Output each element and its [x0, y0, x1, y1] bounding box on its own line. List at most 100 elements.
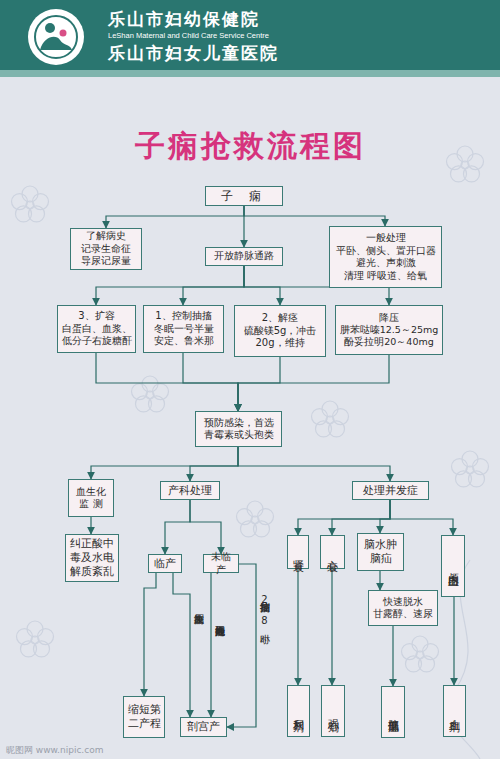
flower-decoration: [132, 376, 169, 412]
box-text: 避光、声刺激: [356, 257, 416, 270]
logo-figure: [40, 37, 72, 50]
flow-arrow: [190, 447, 238, 481]
box-text: 清理 呼吸道、给氧: [344, 270, 427, 283]
box-text: 脑部低温: [388, 710, 399, 714]
header-text: LeShan Maternal and Child Care Service C…: [108, 31, 269, 40]
process-box: 子 痫: [205, 186, 283, 206]
logo-head: [45, 23, 55, 33]
box-text: 肾衰: [293, 551, 304, 553]
process-box: 预防感染，首选 青霉素或头孢类: [195, 411, 282, 447]
box-text: 安定、鲁米那: [154, 335, 214, 348]
box-text: 处理并发症: [363, 484, 418, 498]
vertical-box: 肾衰: [287, 535, 309, 569]
process-box: 快速脱水 甘露醇、速尿: [368, 590, 438, 626]
box-text: 降压: [379, 312, 399, 324]
flow-arrow: [144, 573, 156, 696]
logo-disc: [28, 9, 84, 65]
header-band: [0, 0, 500, 70]
process-box: 处理并发症: [352, 481, 429, 500]
box-text: 颅内出血: [448, 564, 459, 568]
process-box: 1、控制抽搐冬眠一号半量安定、鲁米那: [143, 305, 224, 353]
box-text: 未临产: [207, 551, 235, 576]
flow-arrow: [243, 206, 244, 247]
box-text: 酚妥拉明20～40mg: [344, 336, 433, 348]
edge-label: 抽搐控制2～8小时: [259, 594, 269, 626]
box-text: 缩短第二产程: [127, 703, 161, 731]
flow-arrow: [210, 573, 211, 717]
process-box: 脑水肿 脑疝: [357, 533, 404, 571]
flower-decoration: [12, 186, 49, 222]
process-box: 剖宫产: [180, 717, 227, 737]
flow-arrow: [183, 266, 244, 305]
flow-arrow: [331, 569, 332, 685]
flow-arrow: [227, 564, 256, 727]
flow-arrow: [244, 266, 280, 305]
flower-decoration: [447, 146, 484, 182]
box-text: 平卧、侧头、置开口器: [336, 245, 436, 258]
vertical-box: 颅内出血: [441, 535, 465, 597]
box-text: 记录生命征: [81, 243, 131, 256]
process-box: 缩短第二产程: [123, 696, 165, 738]
flow-arrow: [298, 500, 390, 535]
flow-arrow: [96, 266, 244, 305]
process-box: 3、扩容白蛋白、血浆、低分子右旋糖酐: [57, 305, 136, 353]
box-text: 肼苯哒嗪12.5～25mg: [340, 324, 439, 336]
flow-arrow: [390, 500, 453, 535]
vertical-box: 强心剂: [321, 685, 345, 737]
box-text: 子 痫: [221, 189, 267, 204]
process-box: 2、解痉硫酸镁5g，冲击 20g，维持: [234, 305, 326, 357]
header-text: 乐山市妇幼保健院: [108, 8, 260, 31]
flow-arrow: [392, 626, 393, 686]
flow-arrow: [173, 573, 190, 717]
process-box: 降压肼苯哒嗪12.5～25mg酚妥拉明20～40mg: [335, 305, 443, 355]
flow-arrow: [453, 597, 454, 685]
flow-arrow: [190, 500, 221, 554]
flow-arrow: [380, 500, 390, 533]
logo-ring: [35, 16, 77, 58]
process-box: 血生化 监 测: [68, 479, 114, 517]
box-text: 开放静脉通路: [214, 250, 274, 263]
flow-arrow: [106, 206, 244, 228]
flow-arrow: [238, 447, 390, 481]
flow-arrow: [332, 500, 390, 535]
box-text: 纠正酸中毒及水电解质紊乱: [69, 537, 115, 578]
flow-arrow: [244, 206, 385, 226]
process-box: 开放静脉通路: [205, 247, 283, 266]
flower-decoration: [402, 636, 439, 672]
box-text: 快速脱水 甘露醇、速尿: [372, 596, 434, 621]
box-text: 冬眠一号半量: [154, 323, 214, 336]
header-stripe: [0, 70, 500, 77]
box-text: 产科处理: [168, 484, 212, 498]
process-box: 产科处理: [160, 481, 220, 500]
box-text: 剖宫产: [187, 720, 220, 734]
flower-decoration: [237, 501, 274, 537]
process-box: 未临产: [203, 554, 239, 573]
box-text: 3、扩容: [78, 310, 114, 323]
flower-decoration: [17, 621, 54, 657]
header-text: 乐山市妇女儿童医院: [108, 42, 279, 65]
flow-arrow: [96, 353, 238, 411]
vertical-box: 心衰: [320, 535, 345, 569]
vertical-box: 利尿剂: [287, 685, 310, 737]
box-text: 了解病史: [86, 230, 126, 243]
box-text: 2、解痉: [262, 312, 298, 325]
vertical-box: 止血剂: [443, 685, 466, 737]
flow-arrow: [91, 447, 238, 479]
box-text: 白蛋白、血浆、低分子右旋糖酐: [61, 323, 132, 348]
vertical-box: 脑部低温: [381, 686, 405, 738]
box-text: 导尿记尿量: [81, 255, 131, 268]
flow-arrow: [183, 353, 238, 411]
flow-arrow: [297, 569, 298, 685]
flower-decoration: [452, 451, 489, 487]
flow-arrow: [238, 355, 389, 411]
box-text: 心衰: [327, 551, 338, 553]
box-text: 血生化 监 测: [72, 486, 110, 511]
flow-arrow: [379, 571, 380, 590]
process-box: 了解病史记录生命征导尿记尿量: [70, 228, 142, 270]
box-text: 硫酸镁5g，冲击 20g，维持: [238, 325, 322, 350]
box-text: 脑水肿 脑疝: [361, 538, 400, 566]
logo-child-head: [60, 30, 67, 37]
